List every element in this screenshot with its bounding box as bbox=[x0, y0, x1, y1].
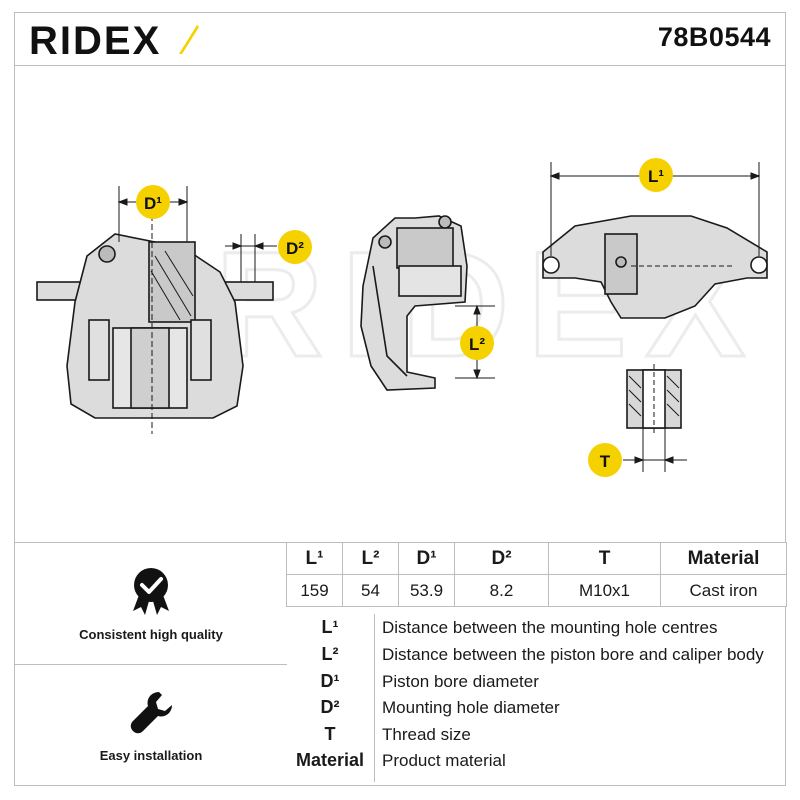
header: RIDEX 78B0544 bbox=[14, 12, 786, 66]
legend-row: D¹ Piston bore diameter bbox=[286, 670, 786, 696]
spec-header: D² bbox=[454, 542, 549, 575]
dimension-l2 bbox=[455, 304, 495, 380]
legend-symbol: D¹ bbox=[320, 671, 340, 691]
quality-badge-icon bbox=[133, 568, 169, 615]
spec-value: 54 bbox=[342, 574, 399, 607]
legend-row: T Thread size bbox=[286, 723, 786, 749]
caliper-side-view bbox=[360, 215, 468, 391]
spec-header: D¹ bbox=[398, 542, 455, 575]
thread-section-view bbox=[626, 364, 682, 434]
legend-symbol: T bbox=[324, 724, 336, 744]
legend-symbol: L¹ bbox=[321, 617, 339, 637]
feature-installation: Easy installation bbox=[15, 664, 287, 785]
legend-description: Mounting hole diameter bbox=[382, 698, 560, 717]
legend-description: Distance between the piston bore and cal… bbox=[382, 645, 764, 664]
legend: L¹ Distance between the mounting hole ce… bbox=[286, 606, 786, 786]
ridex-logo: RIDEX bbox=[29, 21, 199, 59]
l1-badge bbox=[639, 158, 673, 192]
caliper-technical-drawing: RIDEX bbox=[36, 158, 768, 477]
legend-row: D² Mounting hole diameter bbox=[286, 696, 786, 722]
spec-value: Cast iron bbox=[660, 574, 787, 607]
legend-symbol: L² bbox=[321, 644, 339, 664]
spec-header: Material bbox=[660, 542, 787, 575]
caliper-front-view bbox=[36, 206, 274, 434]
legend-description: Thread size bbox=[382, 725, 471, 744]
legend-symbol: D² bbox=[320, 697, 340, 717]
legend-row: L² Distance between the piston bore and … bbox=[286, 643, 786, 669]
spec-value: M10x1 bbox=[548, 574, 661, 607]
spec-header: L¹ bbox=[286, 542, 343, 575]
legend-row: L¹ Distance between the mounting hole ce… bbox=[286, 616, 786, 642]
feature-label: Easy installation bbox=[99, 748, 203, 763]
spec-value: 8.2 bbox=[454, 574, 549, 607]
feature-label: Consistent high quality bbox=[79, 627, 223, 642]
feature-panel: Consistent high quality Easy installatio… bbox=[14, 542, 287, 786]
spec-header: L² bbox=[342, 542, 399, 575]
legend-description: Distance between the mounting hole centr… bbox=[382, 618, 718, 637]
d1-badge bbox=[136, 185, 170, 219]
feature-quality: Consistent high quality bbox=[15, 543, 287, 665]
info-section: Consistent high quality Easy installatio… bbox=[14, 542, 787, 786]
l2-label: L² bbox=[469, 335, 485, 354]
spec-value: 159 bbox=[286, 574, 343, 607]
legend-row: Material Product material bbox=[286, 749, 786, 775]
legend-symbol: Material bbox=[295, 750, 365, 770]
d2-label: D² bbox=[286, 239, 304, 258]
technical-drawing-frame: RIDEX bbox=[14, 66, 786, 542]
t-label: T bbox=[600, 452, 611, 471]
d1-label: D¹ bbox=[144, 194, 162, 213]
dimension-d2 bbox=[225, 234, 277, 282]
legend-description: Piston bore diameter bbox=[382, 672, 539, 691]
spec-value: 53.9 bbox=[398, 574, 455, 607]
part-number: 78B0544 bbox=[657, 22, 771, 52]
t-badge bbox=[588, 443, 622, 477]
spec-header-row: L¹ L² D¹ D² T Material bbox=[286, 542, 787, 575]
l2-badge bbox=[460, 326, 494, 360]
d2-badge bbox=[278, 230, 312, 264]
wrench-icon bbox=[130, 692, 172, 734]
legend-description: Product material bbox=[382, 751, 506, 770]
spec-header: T bbox=[548, 542, 661, 575]
brand-logo-text: RIDEX bbox=[29, 21, 161, 59]
legend-divider bbox=[374, 614, 375, 782]
spec-value-row: 159 54 53.9 8.2 M10x1 Cast iron bbox=[286, 574, 787, 607]
l1-label: L¹ bbox=[648, 167, 664, 186]
spec-table: L¹ L² D¹ D² T Material 159 54 53.9 8.2 M… bbox=[286, 542, 787, 607]
dimension-t bbox=[623, 428, 687, 472]
caliper-top-view bbox=[542, 215, 768, 319]
